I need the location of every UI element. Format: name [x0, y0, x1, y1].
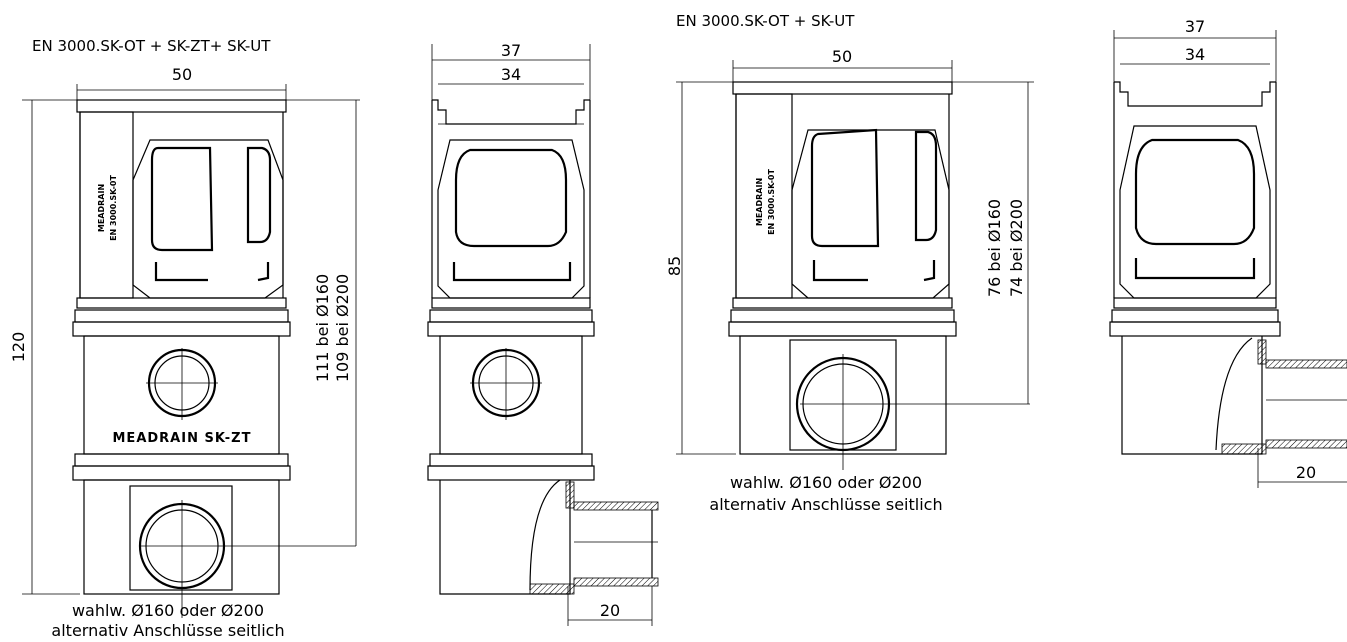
front-view-two-part: EN 3000.SK-OT + SK-UT 50 85 MEADRAIN EN … — [665, 12, 1034, 514]
dim-37-right: 37 — [1185, 17, 1205, 36]
dim-34-right: 34 — [1185, 45, 1205, 64]
note-line2-left: alternativ Anschlüsse seitlich — [51, 621, 284, 640]
dim-20-left: 20 — [600, 601, 620, 620]
dim-height-text: 120 — [9, 332, 28, 363]
dim-depth-left: 111 bei Ø160 109 bei Ø200 — [286, 99, 360, 546]
lower-module — [72, 453, 356, 618]
upper-module: MEADRAIN EN 3000.SK-0T — [76, 99, 287, 309]
side-view-three-part: 37 34 20 — [427, 41, 659, 626]
note-line1-left: wahlw. Ø160 oder Ø200 — [72, 601, 264, 620]
dim-depth-b-left: 109 bei Ø200 — [333, 274, 352, 382]
dim-width-text: 50 — [172, 65, 192, 84]
dim-20-right: 20 — [1296, 463, 1316, 482]
dim-height-text-right: 85 — [665, 256, 684, 276]
stamp-model-left: EN 3000.SK-0T — [109, 175, 118, 241]
dim-height-120: 120 — [9, 99, 80, 595]
front-view-three-part: EN 3000.SK-OT + SK-ZT+ SK-UT 50 120 — [9, 37, 360, 640]
dim-width-50-left: 50 — [76, 65, 287, 100]
dim-depth-b-right: 74 bei Ø200 — [1007, 199, 1026, 297]
dim-width-text-right: 50 — [832, 47, 852, 66]
dim-34-left: 34 — [501, 65, 521, 84]
dim-depth-a-left: 111 bei Ø160 — [313, 274, 332, 382]
stamp-brand-right: MEADRAIN — [755, 178, 764, 226]
stamp-sk-zt: MEADRAIN SK-ZT — [113, 431, 252, 446]
middle-module: MEADRAIN SK-ZT — [72, 309, 291, 455]
dim-37-left: 37 — [501, 41, 521, 60]
stamp-model-right: EN 3000.SK-0T — [767, 169, 776, 235]
title-two-part: EN 3000.SK-OT + SK-UT — [676, 12, 855, 30]
note-line1-right: wahlw. Ø160 oder Ø200 — [730, 473, 922, 492]
dim-depth-a-right: 76 bei Ø160 — [985, 199, 1004, 297]
note-line2-right: alternativ Anschlüsse seitlich — [709, 495, 942, 514]
side-view-two-part: 37 34 20 — [1109, 17, 1347, 488]
stamp-brand-left: MEADRAIN — [97, 184, 106, 232]
title-three-part: EN 3000.SK-OT + SK-ZT+ SK-UT — [32, 37, 271, 55]
